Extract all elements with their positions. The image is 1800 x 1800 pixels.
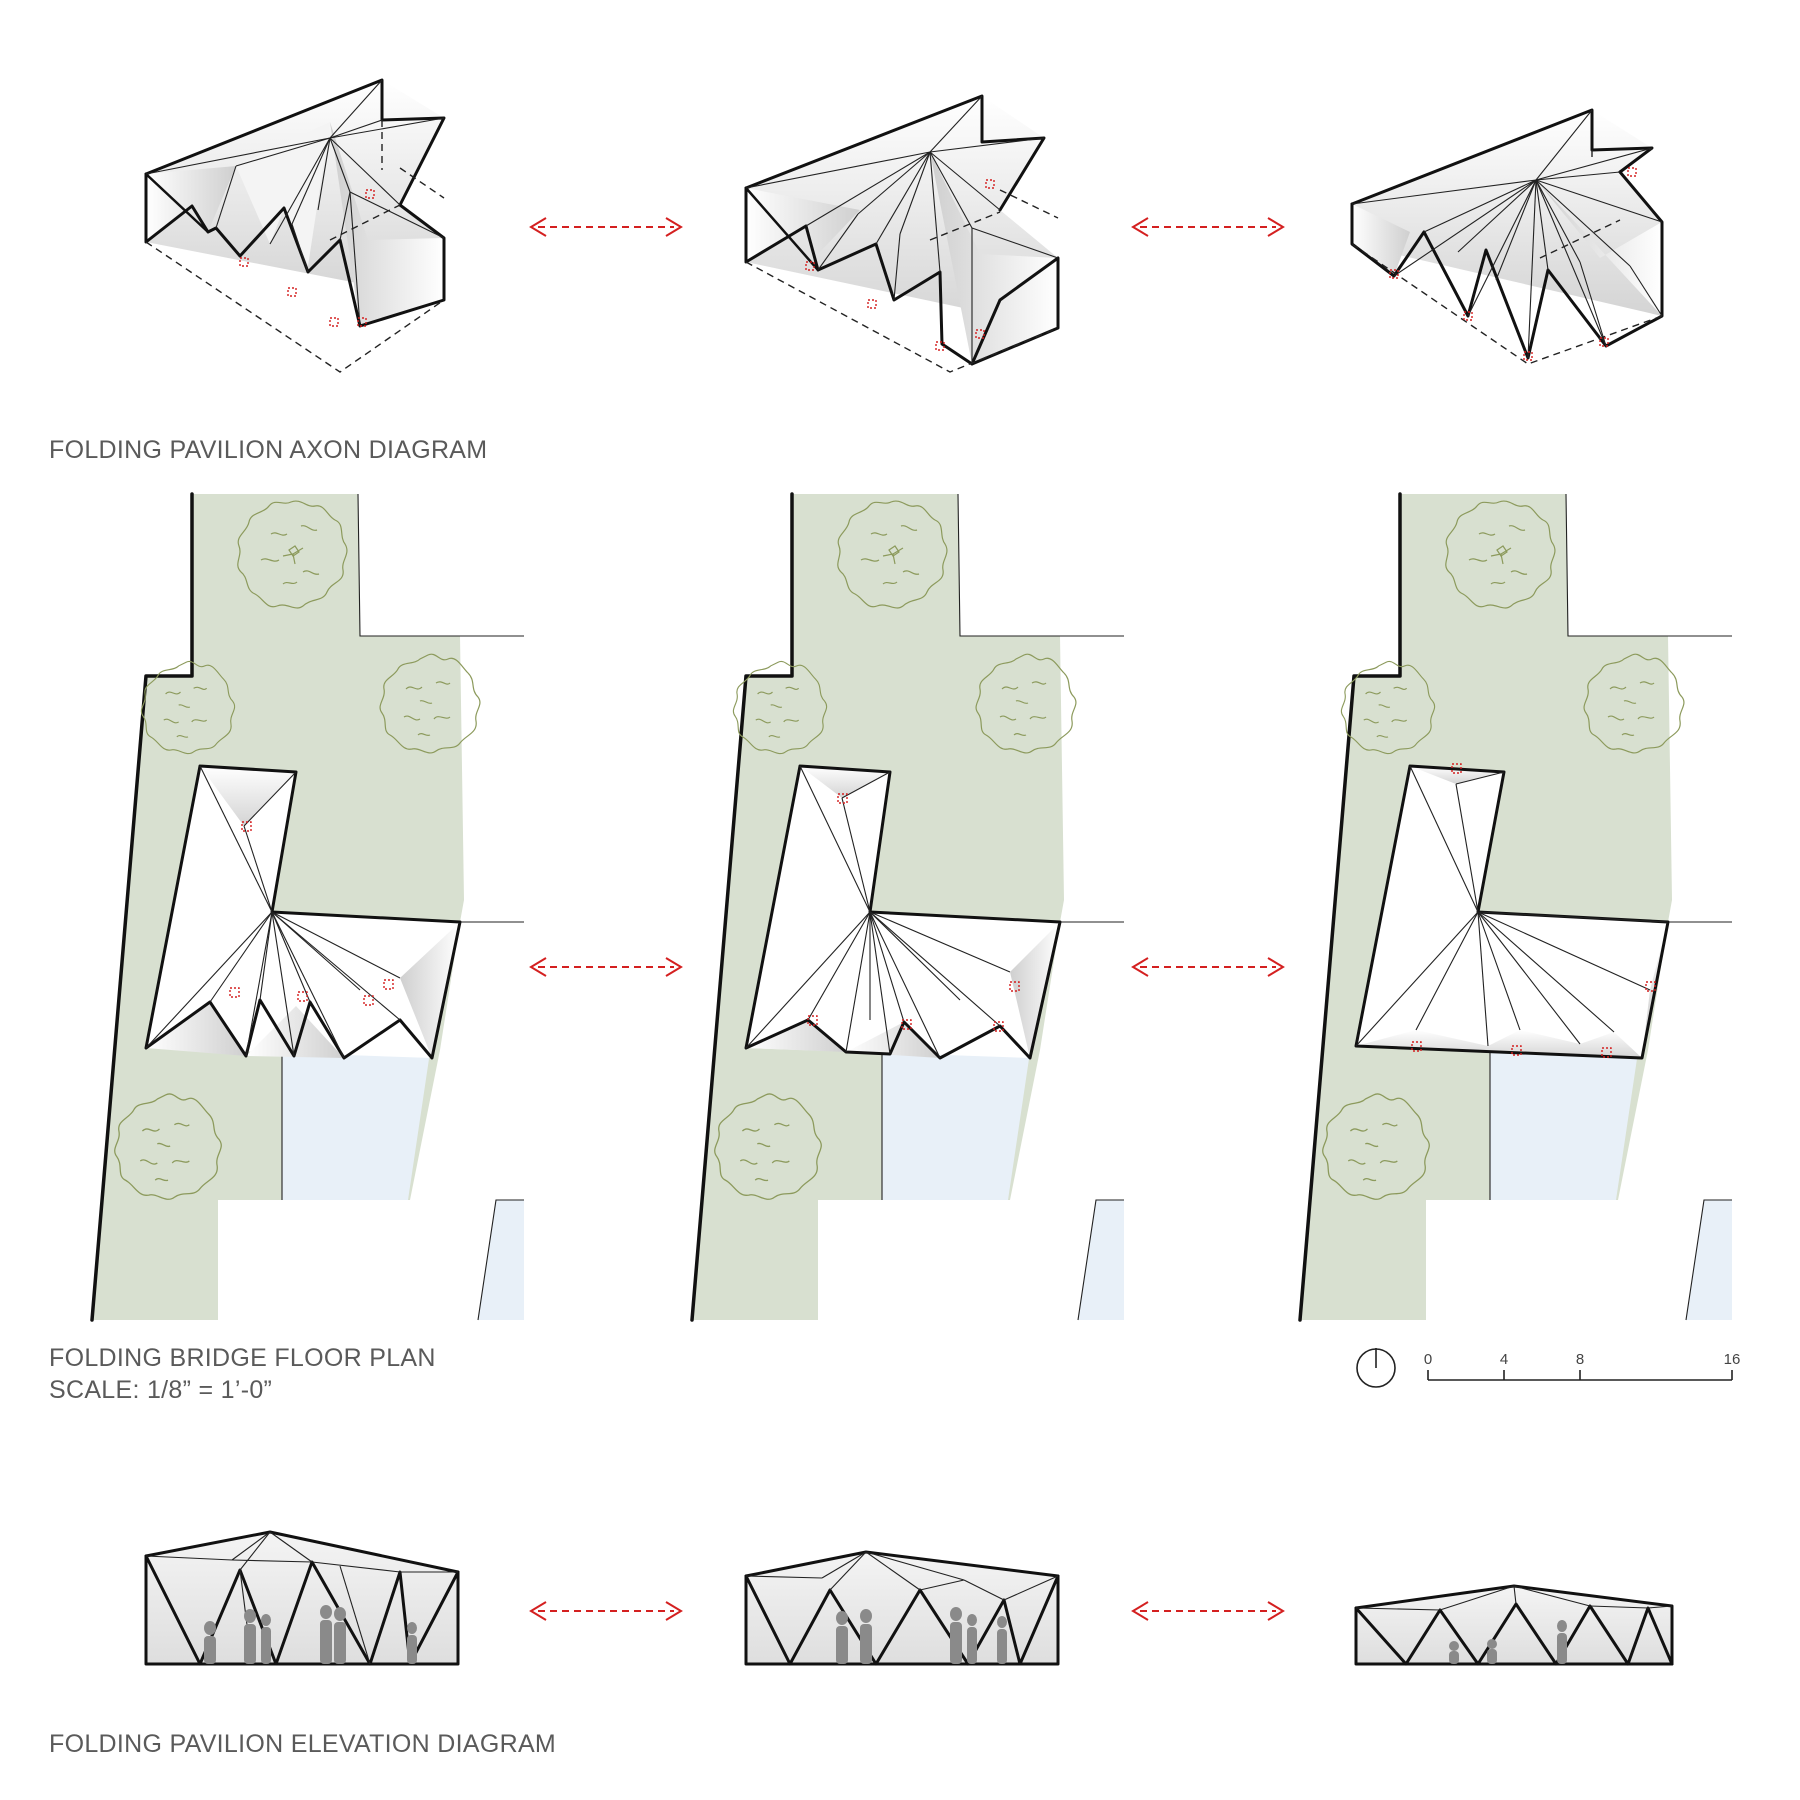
people-silhouettes bbox=[204, 1605, 417, 1664]
floor-plan-title: FOLDING BRIDGE FLOOR PLAN bbox=[49, 1344, 436, 1372]
axon-diagram-3 bbox=[1350, 108, 1664, 365]
scale-tick-8: 8 bbox=[1576, 1351, 1584, 1368]
axon-diagram-title: FOLDING PAVILION AXON DIAGRAM bbox=[49, 436, 487, 464]
double-headed-arrow-icon bbox=[530, 217, 682, 237]
axon-diagram-1 bbox=[144, 78, 446, 373]
double-headed-arrow-icon bbox=[1132, 957, 1284, 977]
floor-plan-scale: SCALE: 1/8” = 1’-0” bbox=[49, 1376, 272, 1404]
elevation-diagram-1 bbox=[144, 1530, 460, 1666]
double-headed-arrow-icon bbox=[530, 1601, 682, 1621]
scale-tick-4: 4 bbox=[1500, 1351, 1508, 1368]
north-arrow-icon bbox=[1356, 1348, 1396, 1388]
scale-tick-16: 16 bbox=[1724, 1351, 1741, 1368]
elevation-diagram-3 bbox=[1354, 1584, 1674, 1666]
axon-diagram-2 bbox=[744, 94, 1060, 373]
scale-tick-0: 0 bbox=[1424, 1351, 1432, 1368]
scale-bar: 0 4 8 16 bbox=[1424, 1351, 1741, 1381]
double-headed-arrow-icon bbox=[530, 957, 682, 977]
double-headed-arrow-icon bbox=[1132, 217, 1284, 237]
floor-plan-2 bbox=[690, 492, 1124, 1322]
elevation-diagram-title: FOLDING PAVILION ELEVATION DIAGRAM bbox=[49, 1730, 556, 1758]
elevation-diagram-2 bbox=[744, 1550, 1060, 1666]
double-headed-arrow-icon bbox=[1132, 1601, 1284, 1621]
floor-plan-3 bbox=[1298, 492, 1732, 1322]
floor-plan-1 bbox=[90, 492, 524, 1322]
